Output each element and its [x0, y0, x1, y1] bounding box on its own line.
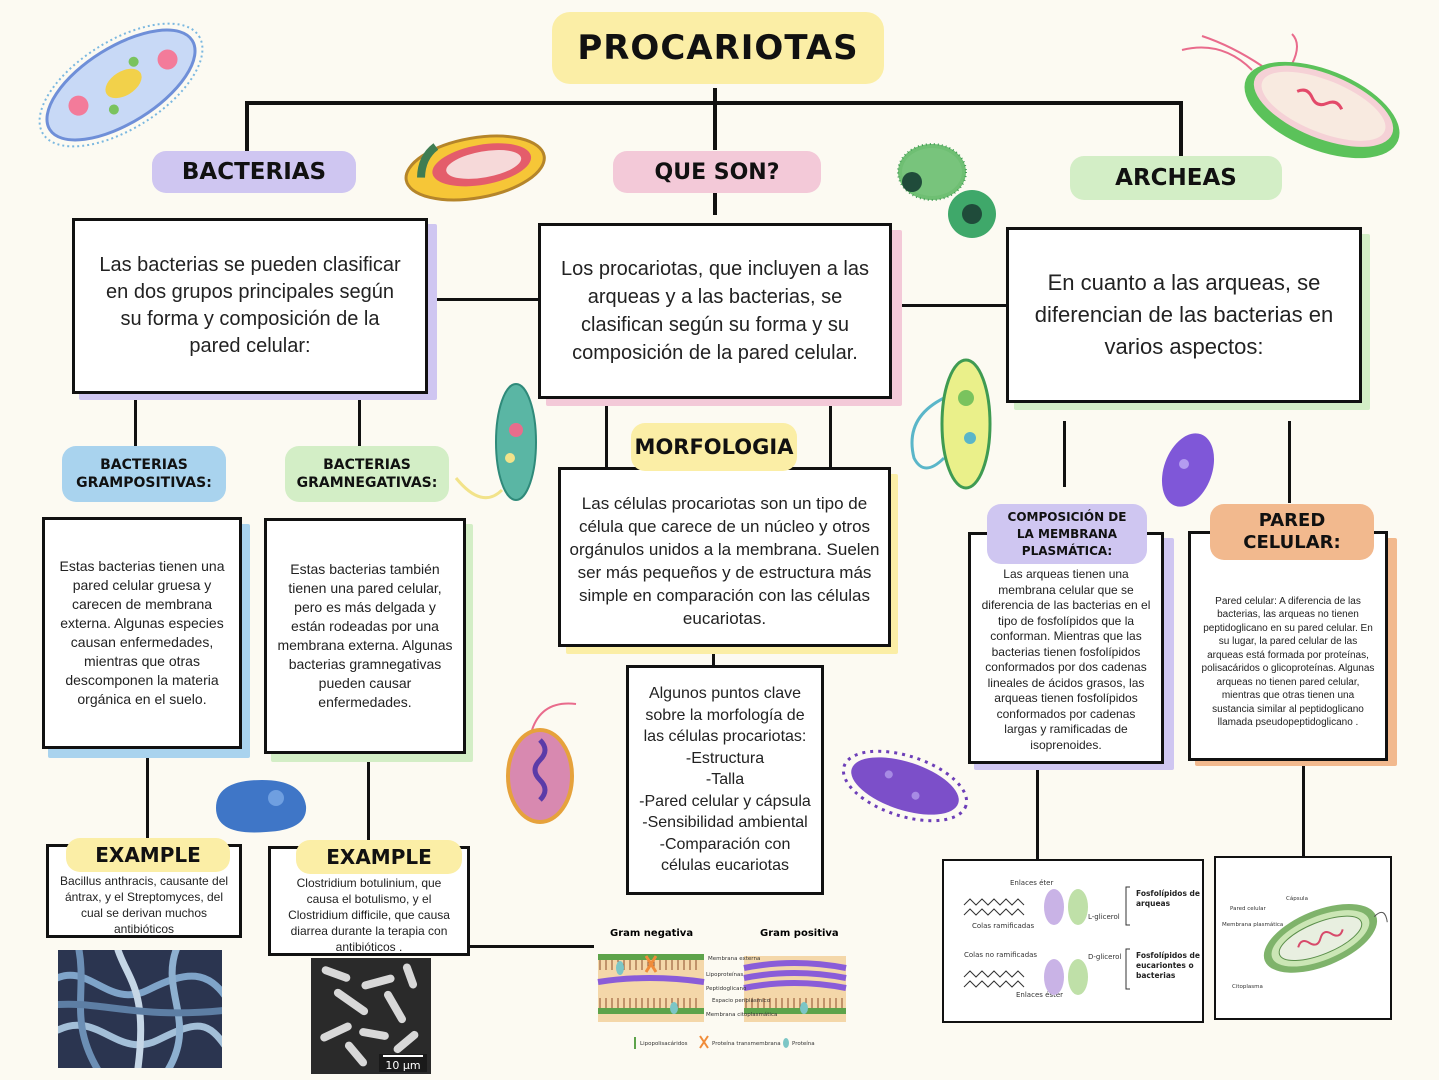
lipid-left-bottom: Colas no ramificadas [964, 951, 1037, 959]
gramneg-example-label: EXAMPLE [296, 840, 462, 874]
pared-text: Pared celular: A diferencia de las bacte… [1201, 595, 1375, 729]
cell-label-0: Cápsula [1286, 895, 1308, 902]
grampos-label: BACTERIAS GRAMPOSITIVAS: [62, 446, 226, 502]
cell-label-2: Membrana plasmática [1222, 921, 1283, 928]
title-banner: PROCARIOTAS [552, 12, 884, 84]
page-title: PROCARIOTAS [577, 28, 859, 68]
membrana-box: Las arqueas tienen una membrana celular … [968, 532, 1164, 764]
lipid-right-bottom: Fosfolípidos de eucariontes o bacterias [1136, 951, 1200, 980]
archeas-text: En cuanto a las arqueas, se diferencian … [1034, 270, 1334, 359]
grampos-box: Estas bacterias tienen una pared celular… [42, 517, 242, 749]
lipid-left-top: Colas ramificadas [972, 922, 1034, 930]
gramneg-example-text: Clostridium botulinium, que causa el bot… [288, 876, 450, 954]
queson-box: Los procariotas, que incluyen a las arqu… [538, 223, 892, 399]
cell-label-1: Pared celular [1230, 906, 1267, 912]
paramecium-yellow-illustration [910, 358, 992, 490]
gram-label-3: Espacio periplásmico [712, 997, 771, 1004]
gramneg-label: BACTERIAS GRAMNEGATIVAS: [285, 446, 449, 502]
archaea-cell-diagram: Cápsula Pared celular Membrana plasmátic… [1222, 895, 1388, 990]
pared-box: Pared celular: A diferencia de las bacte… [1188, 531, 1388, 761]
purple-bacterium-illustration [1161, 433, 1215, 507]
streptomyces-micrograph [58, 950, 222, 1068]
blue-bean-illustration [216, 780, 307, 833]
grampos-example-text: Bacillus anthracis, causante del ántrax,… [59, 874, 229, 936]
archeas-box: En cuanto a las arqueas, se diferencian … [1006, 227, 1362, 403]
paramecium-illustration [38, 22, 204, 148]
gram-legend-1: Proteína transmembrana [712, 1040, 781, 1047]
lipid-glycerol-bottom: D-glicerol [1088, 953, 1121, 961]
lipid-diagram-box [942, 859, 1204, 1023]
gram-label-4: Membrana citoplasmática [706, 1011, 777, 1018]
spiky-purple-bacterium-illustration [841, 749, 969, 823]
flagellate-bacterium-illustration [506, 702, 577, 824]
archeas-label: ARCHEAS [1070, 156, 1282, 200]
green-cocci-illustration [897, 143, 996, 238]
grampos-text: Estas bacterias tienen una pared celular… [59, 558, 225, 707]
gram-label-0: Membrana externa [708, 956, 760, 962]
scale-bar-label: 10 µm [385, 1059, 420, 1072]
gram-label-1: Lipoproteínas [706, 971, 743, 978]
bacterias-box: Las bacterias se pueden clasificar en do… [72, 218, 428, 394]
bacterias-text: Las bacterias se pueden clasificar en do… [99, 254, 401, 357]
pared-label: PARED CELULAR: [1210, 504, 1374, 560]
gram-label-2: Peptidoglicano [706, 986, 747, 992]
lipid-bottom-label: Enlaces éster [1016, 991, 1063, 999]
gram-pos-title: Gram positiva [760, 928, 839, 939]
queson-text: Los procariotas, que incluyen a las arqu… [561, 258, 869, 364]
grampos-example-label: EXAMPLE [66, 838, 230, 872]
morfologia-box: Las células procariotas son un tipo de c… [558, 467, 891, 647]
clostridium-micrograph: 10 µm [311, 958, 431, 1074]
membrana-text: Las arqueas tienen una membrana celular … [981, 567, 1151, 752]
cell-label-3: Citoplasma [1232, 984, 1263, 990]
membrana-label: COMPOSICIÓN DE LA MEMBRANA PLASMÁTICA: [987, 504, 1147, 564]
bacterias-label: BACTERIAS [152, 151, 356, 193]
gram-legend-0: Lipopolisacáridos [640, 1040, 688, 1047]
bacillus-pink-illustration [1181, 33, 1400, 159]
lipid-glycerol-top: L-glicerol [1088, 913, 1120, 921]
bacillus-yellow-illustration [404, 134, 546, 202]
morfologia-label: MORFOLOGIA [631, 423, 797, 471]
euglena-illustration [454, 383, 537, 501]
gramneg-text: Estas bacterias también tienen una pared… [277, 561, 453, 710]
morfologia-points-text: Algunos puntos clave sobre la morfología… [639, 685, 811, 875]
lipid-top-label: Enlaces éter [1010, 879, 1053, 887]
queson-label: QUE SON? [613, 151, 821, 193]
gramneg-box: Estas bacterias también tienen una pared… [264, 518, 466, 754]
phospholipid-diagram: Enlaces éter Colas ramificadas L-glicero… [963, 879, 1200, 999]
morfologia-points-box: Algunos puntos clave sobre la morfología… [626, 665, 824, 895]
lipid-right-top: Fosfolípidos de arqueas [1136, 889, 1200, 908]
gram-neg-title: Gram negativa [610, 928, 693, 939]
morfologia-text: Las células procariotas son un tipo de c… [569, 494, 880, 628]
gram-legend-2: Proteína [792, 1040, 815, 1047]
gram-wall-diagram: Gram negativa Gram positiva Membrana ext… [597, 928, 847, 1049]
